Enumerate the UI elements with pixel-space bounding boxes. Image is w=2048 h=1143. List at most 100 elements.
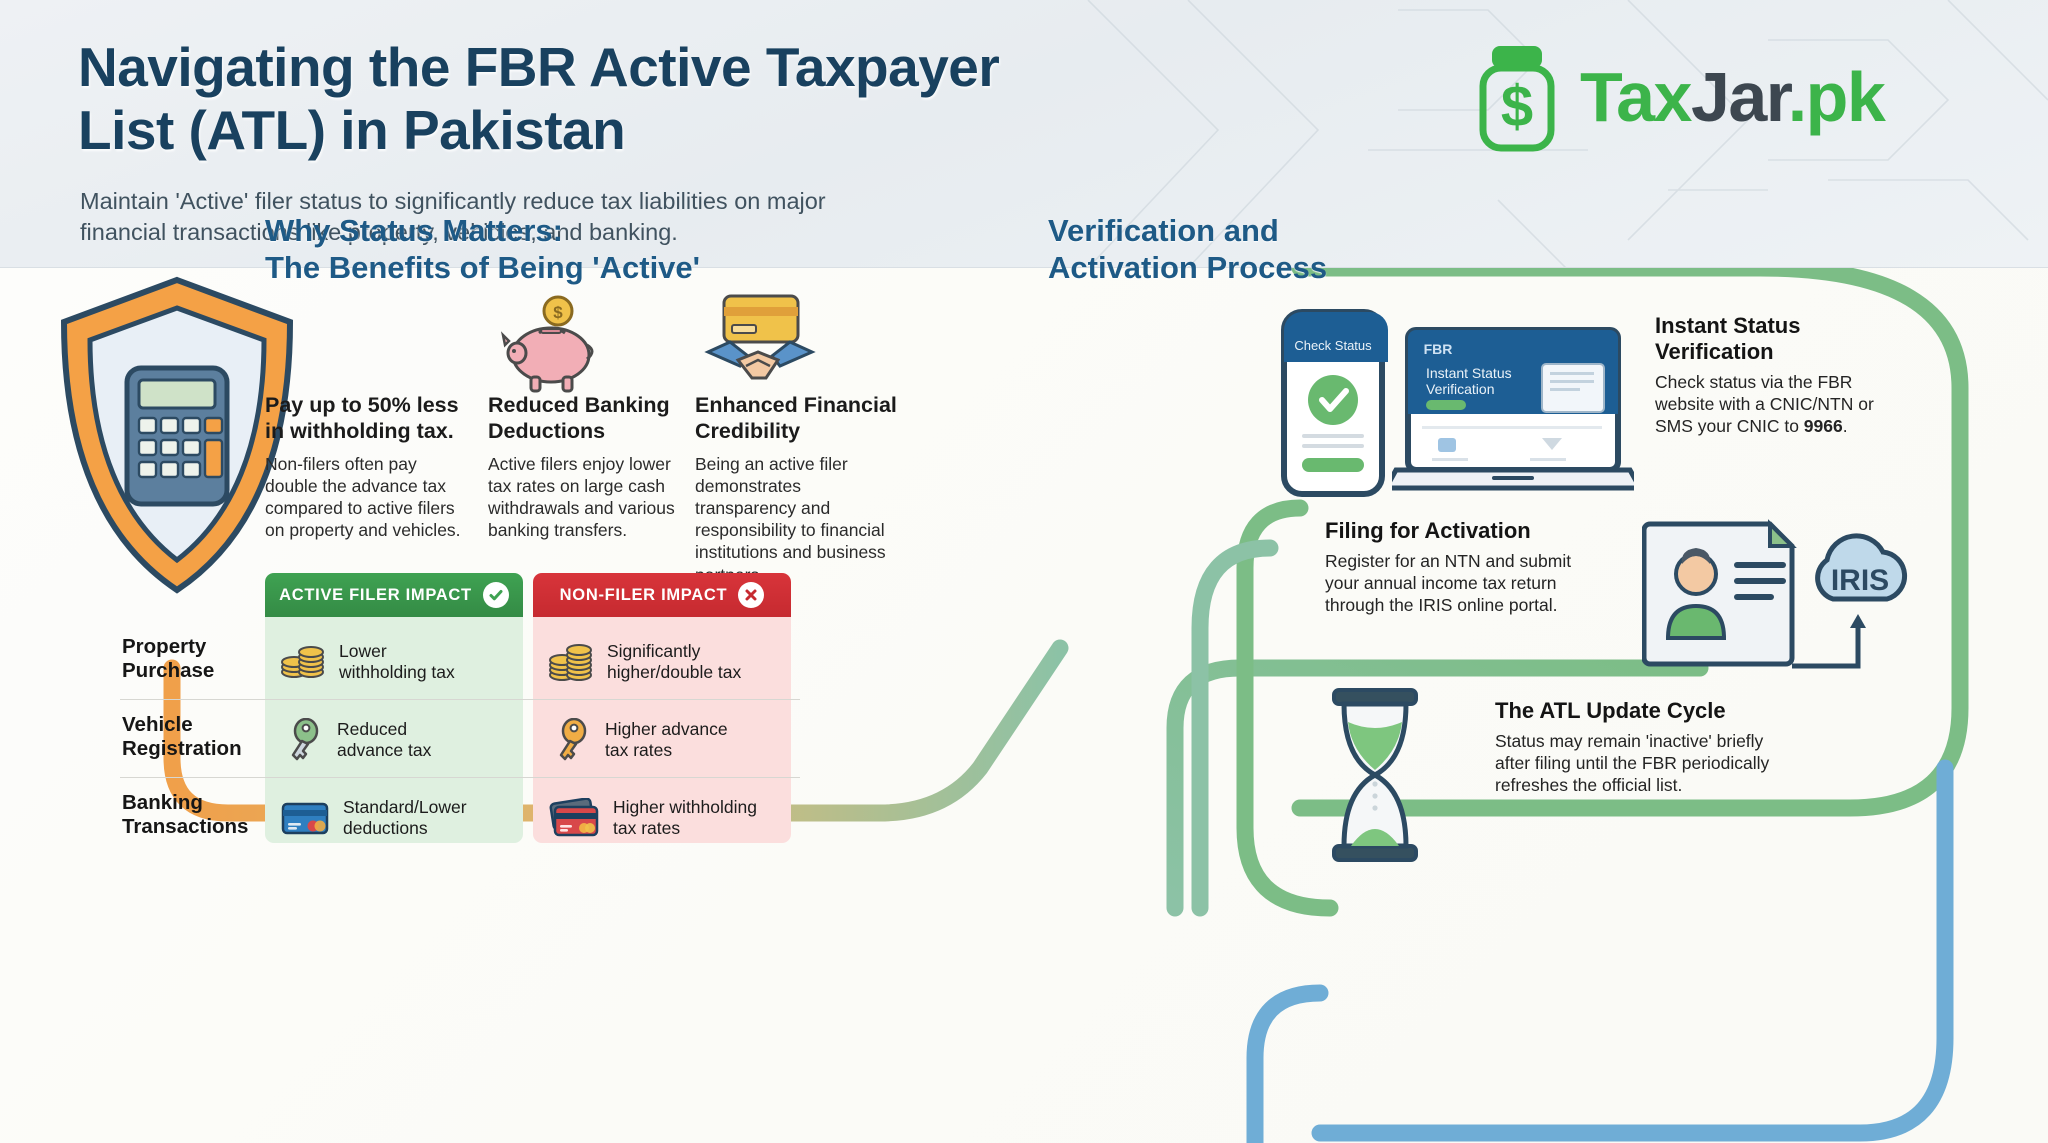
logo-wordmark: TaxJar.pk bbox=[1580, 62, 1886, 132]
benefit-body: Non-filers often pay double the advance … bbox=[265, 453, 461, 541]
row-divider bbox=[120, 777, 800, 778]
benefit-title-line-1: Reduced Banking bbox=[488, 393, 670, 417]
shield-calculator-icon bbox=[60, 276, 294, 594]
step-title: The ATL Update Cycle bbox=[1495, 698, 1726, 723]
logo-jar: Jar bbox=[1690, 58, 1789, 136]
phone-status-label: Check Status bbox=[1294, 338, 1372, 353]
flow-path-green-lower bbox=[1166, 659, 1709, 917]
row-label-line-1: Vehicle bbox=[122, 713, 193, 736]
credit-card-icon bbox=[549, 798, 599, 837]
active-cell: Lower withholding tax bbox=[280, 631, 520, 693]
active-cell: Standard/Lower deductions bbox=[280, 787, 520, 849]
logo-tax: Tax bbox=[1580, 58, 1692, 136]
key-icon bbox=[291, 718, 319, 761]
nonfiler-cell-text: Higher advance tax rates bbox=[605, 719, 728, 761]
nonfiler-cell: Higher withholding tax rates bbox=[548, 787, 798, 849]
step-title-line-2: Verification bbox=[1655, 338, 1774, 364]
flow-path-teal bbox=[1191, 539, 1279, 917]
document-person-cloud-icon: IRIS bbox=[1642, 519, 1908, 669]
logo-dot: . bbox=[1787, 58, 1807, 136]
left-heading-line-2: The Benefits of Being 'Active' bbox=[265, 249, 701, 285]
step-title: Filing for Activation bbox=[1325, 518, 1531, 543]
cross-circle-icon bbox=[738, 582, 765, 608]
piggy-bank-icon: $ bbox=[500, 295, 594, 393]
flow-path-green-outer bbox=[1291, 268, 1969, 817]
row-label-line-2: Transactions bbox=[122, 814, 249, 838]
benefit-title: Enhanced Financial Credibility bbox=[695, 393, 905, 445]
row-label: Property Purchase bbox=[122, 635, 262, 683]
coin-stack-icon bbox=[549, 644, 592, 681]
step-title-line-1: Instant Status bbox=[1655, 313, 1801, 338]
coin-stack-icon bbox=[281, 646, 324, 678]
laptop-brand-label: FBR bbox=[1424, 341, 1453, 357]
left-section-heading: Why Status Matters: The Benefits of Bein… bbox=[265, 213, 825, 286]
benefit-title-line-2: Deductions bbox=[488, 418, 606, 443]
row-divider bbox=[120, 699, 800, 700]
cloud-label: IRIS bbox=[1831, 564, 1889, 597]
benefit-body: Active filers enjoy lower tax rates on l… bbox=[488, 453, 675, 541]
step-body: Register for an NTN and submit your annu… bbox=[1325, 550, 1572, 616]
row-label-line-2: Purchase bbox=[122, 658, 215, 682]
benefit-title-line-1: Enhanced Financial bbox=[695, 393, 897, 417]
active-cell-text: Standard/Lower deductions bbox=[343, 797, 467, 839]
nonfiler-cell-line-1: Higher withholding bbox=[613, 797, 757, 817]
benefit-title: Reduced Banking Deductions bbox=[488, 393, 678, 445]
nonfiler-cell-text: Significantly higher/double tax bbox=[607, 641, 741, 683]
active-cell-text: Lower withholding tax bbox=[339, 641, 455, 683]
step-body: Status may remain 'inactive' briefly aft… bbox=[1495, 730, 1770, 796]
header: Navigating the FBR Active Taxpayer List … bbox=[0, 0, 2048, 268]
benefit-card-withholding: Pay up to 50% less in withholding tax. N… bbox=[265, 393, 461, 541]
flow-path-green-inner bbox=[1236, 499, 1339, 917]
right-heading-line-1: Verification and bbox=[1048, 213, 1279, 248]
active-cell-line-2: withholding tax bbox=[339, 662, 455, 682]
table-row: Banking Transactions Standard/Lower d bbox=[120, 779, 800, 854]
laptop-icon: FBR Instant Status Verification bbox=[1392, 327, 1634, 491]
main-canvas: Why Status Matters: The Benefits of Bein… bbox=[0, 213, 2048, 1143]
svg-text:$: $ bbox=[553, 303, 563, 322]
flow-path-blue-inner bbox=[1246, 984, 1329, 1143]
active-cell-line-2: advance tax bbox=[337, 740, 432, 760]
handshake-card-icon bbox=[704, 294, 816, 380]
step-atl-update-cycle: The ATL Update Cycle Status may remain '… bbox=[1495, 698, 1795, 797]
benefit-card-credibility: Enhanced Financial Credibility Being an … bbox=[695, 393, 905, 586]
laptop-heading-line-2: Verification bbox=[1426, 381, 1494, 397]
brand-logo[interactable]: $ TaxJar.pk bbox=[1470, 42, 1886, 152]
step-filing-for-activation: Filing for Activation Register for an NT… bbox=[1325, 518, 1605, 617]
benefit-card-banking: Reduced Banking Deductions Active filers… bbox=[488, 393, 678, 541]
step-body: Check status via the FBR website with a … bbox=[1655, 371, 1900, 438]
key-icon bbox=[559, 718, 587, 761]
nonfiler-cell-line-2: tax rates bbox=[613, 818, 681, 838]
phone-icon: Check Status bbox=[1281, 309, 1388, 497]
nonfiler-cell-text: Higher withholding tax rates bbox=[613, 797, 757, 839]
page-title: Navigating the FBR Active Taxpayer List … bbox=[78, 36, 1328, 161]
benefit-body: Being an active filer demonstrates trans… bbox=[695, 453, 886, 585]
title-line-2: List (ATL) in Pakistan bbox=[78, 98, 626, 161]
laptop-heading-line-1: Instant Status bbox=[1426, 365, 1512, 381]
benefit-title-line-2: in withholding tax. bbox=[265, 418, 454, 443]
comparison-table: ACTIVE FILER IMPACT NON-FILER IMPACT Pro… bbox=[120, 573, 800, 843]
nonfiler-cell-line-1: Significantly bbox=[607, 641, 701, 661]
left-heading-line-1: Why Status Matters: bbox=[265, 213, 563, 248]
sms-shortcode: 9966 bbox=[1803, 416, 1843, 437]
subtitle-line-2: financial transactions like property, ve… bbox=[80, 219, 678, 246]
table-row: Property Purchase Lower bbox=[120, 623, 800, 698]
active-cell-line-1: Reduced bbox=[337, 719, 408, 739]
active-cell-text: Reduced advance tax bbox=[337, 719, 431, 761]
row-label: Vehicle Registration bbox=[122, 713, 262, 761]
right-heading-line-2: Activation Process bbox=[1048, 249, 1328, 285]
active-column-label: ACTIVE FILER IMPACT bbox=[279, 585, 472, 604]
nonfiler-cell-line-2: higher/double tax bbox=[607, 662, 742, 682]
nonfiler-column-header: NON-FILER IMPACT bbox=[533, 573, 791, 617]
nonfiler-column-label: NON-FILER IMPACT bbox=[559, 585, 728, 604]
step-body-post: . bbox=[1842, 416, 1848, 437]
table-row: Vehicle Registration Reduced advance tax bbox=[120, 701, 800, 776]
active-cell-line-2: deductions bbox=[343, 818, 428, 838]
benefit-title: Pay up to 50% less in withholding tax. bbox=[265, 393, 461, 445]
step-title: Instant Status Verification bbox=[1655, 313, 1900, 365]
hourglass-icon bbox=[1332, 688, 1418, 862]
nonfiler-cell-line-2: tax rates bbox=[605, 740, 673, 760]
step-body-pre: Check status via the FBR website with a … bbox=[1655, 371, 1874, 437]
subtitle-line-1: Maintain 'Active' filer status to signif… bbox=[80, 188, 826, 214]
row-label-line-1: Banking bbox=[122, 791, 203, 814]
